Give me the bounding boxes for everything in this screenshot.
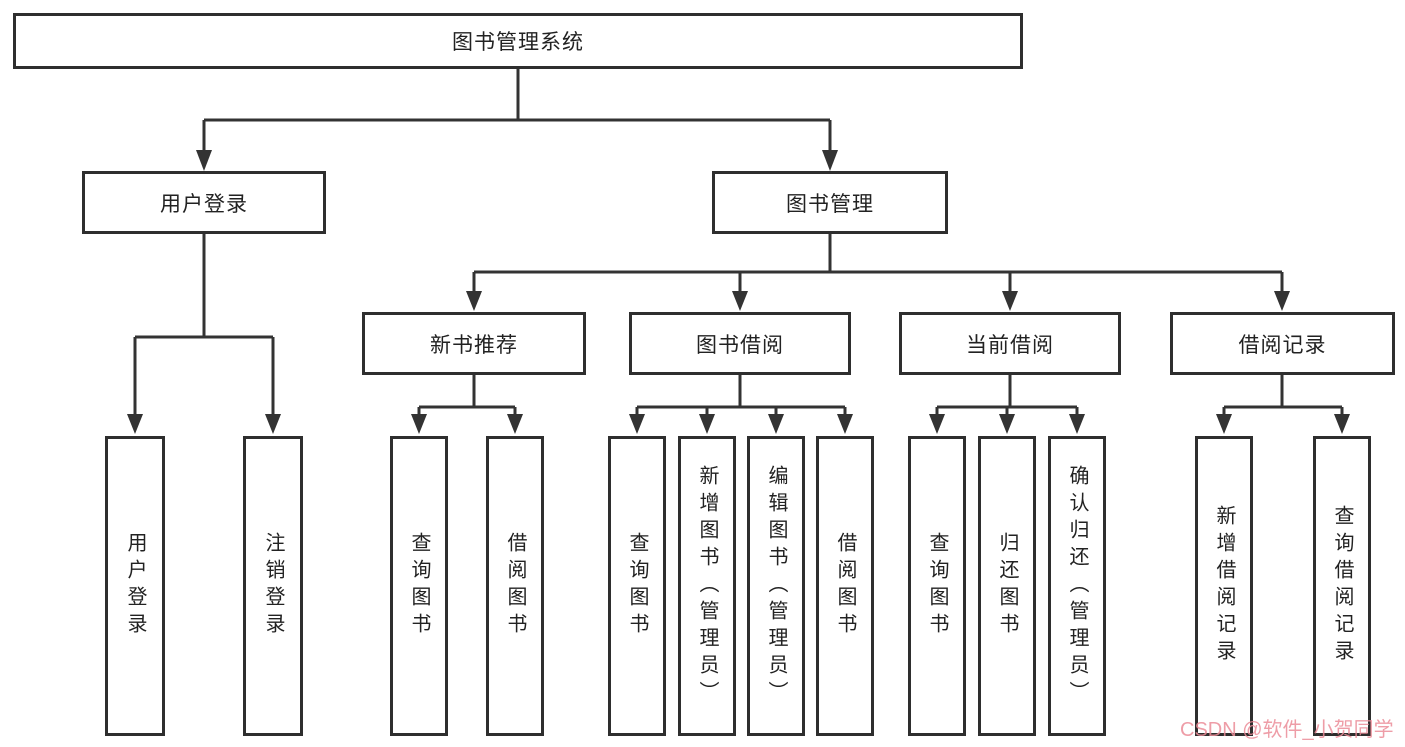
leaf-query-books-current-label: 查询图书 [926, 532, 948, 640]
leaf-return-books-label: 归还图书 [996, 532, 1018, 640]
leaf-add-books-admin-label: 新增图书（管理员） [696, 464, 718, 708]
leaf-logout: 注销登录 [243, 436, 303, 736]
node-current-borrowing-label: 当前借阅 [966, 333, 1054, 357]
leaf-borrow-books-label: 借阅图书 [834, 532, 856, 640]
leaf-confirm-return-admin-label: 确认归还（管理员） [1066, 464, 1088, 708]
node-borrowing-records: 借阅记录 [1170, 312, 1395, 375]
leaf-user-login: 用户登录 [105, 436, 165, 736]
node-root-library-system: 图书管理系统 [13, 13, 1023, 69]
leaf-confirm-return-admin: 确认归还（管理员） [1048, 436, 1106, 736]
leaf-borrow-books-recommend: 借阅图书 [486, 436, 544, 736]
leaf-borrow-books-recommend-label: 借阅图书 [504, 532, 526, 640]
leaf-add-borrow-record: 新增借阅记录 [1195, 436, 1253, 736]
node-user-login: 用户登录 [82, 171, 326, 234]
leaf-query-books-recommend-label: 查询图书 [408, 532, 430, 640]
leaf-query-books-recommend: 查询图书 [390, 436, 448, 736]
leaf-query-borrow-record: 查询借阅记录 [1313, 436, 1371, 736]
leaf-edit-books-admin-label: 编辑图书（管理员） [765, 464, 787, 708]
leaf-logout-label: 注销登录 [262, 532, 284, 640]
leaf-add-borrow-record-label: 新增借阅记录 [1213, 505, 1235, 667]
node-root-label: 图书管理系统 [452, 31, 584, 54]
node-book-management-label: 图书管理 [786, 192, 874, 216]
leaf-user-login-label: 用户登录 [124, 532, 146, 640]
node-book-management: 图书管理 [712, 171, 948, 234]
csdn-watermark: CSDN @软件_小贺同学 [1180, 719, 1394, 741]
leaf-query-books-current: 查询图书 [908, 436, 966, 736]
leaf-borrow-books: 借阅图书 [816, 436, 874, 736]
node-current-borrowing: 当前借阅 [899, 312, 1121, 375]
leaf-query-books-borrow: 查询图书 [608, 436, 666, 736]
leaf-return-books: 归还图书 [978, 436, 1036, 736]
leaf-query-borrow-record-label: 查询借阅记录 [1331, 505, 1353, 667]
node-new-book-recommendation: 新书推荐 [362, 312, 586, 375]
node-borrowing-records-label: 借阅记录 [1238, 333, 1327, 357]
node-user-login-label: 用户登录 [160, 192, 248, 216]
node-book-borrowing: 图书借阅 [629, 312, 851, 375]
leaf-edit-books-admin: 编辑图书（管理员） [747, 436, 805, 736]
node-book-borrowing-label: 图书借阅 [696, 333, 784, 357]
node-new-book-recommendation-label: 新书推荐 [430, 333, 518, 357]
leaf-query-books-borrow-label: 查询图书 [626, 532, 648, 640]
leaf-add-books-admin: 新增图书（管理员） [678, 436, 736, 736]
